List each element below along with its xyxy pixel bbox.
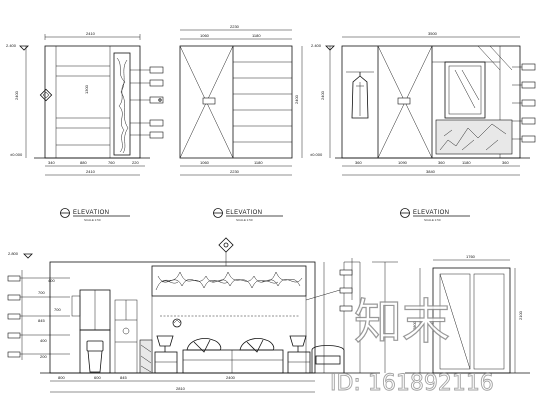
elevation-title-1: ELEVATION [73, 210, 109, 216]
e3-tag-2 [521, 81, 536, 89]
bottom-left-tag-2 [7, 294, 21, 301]
e1-bottom-dim-2: 880 [80, 160, 87, 165]
e1-level: 2.400 [6, 43, 17, 48]
e1-bottom-dim-3: 760 [108, 160, 115, 165]
e2-top-part-1: 1060 [200, 33, 210, 38]
bottom-left-dim-2: 700 [38, 290, 45, 295]
e1-tag-2 [149, 79, 164, 87]
bottom-dim-3: 845 [120, 375, 127, 380]
carved-headboard-panel [151, 265, 307, 297]
elevation-scale-1: SCALE 1:50 [84, 218, 101, 222]
bottom-level: 2.800 [8, 251, 19, 256]
bottom-left-tag-3 [7, 313, 21, 320]
left-nightstand-lamp [154, 335, 178, 374]
bottom-left-dim-6: 200 [40, 354, 47, 359]
elevation-scale-3: SCALE 1:50 [424, 218, 441, 222]
e2-bottom-dim-1: 1060 [200, 160, 210, 165]
bottom-total-dim: 2810 [176, 386, 186, 391]
e2-wall-outline [179, 45, 293, 159]
e1-total-dim: 2410 [86, 169, 96, 174]
watermark: 知末 ID: 161892116 [330, 293, 495, 396]
right-wall-tags [305, 269, 353, 312]
toilet-icon [86, 340, 104, 373]
marble-vanity-counter [435, 119, 513, 155]
right-wall-tag-3 [339, 305, 353, 312]
elevation-1: 2410 2.400 2400 1300 ±0.000 [6, 31, 164, 176]
wall-sconce-icon [172, 318, 182, 328]
e2-top-dim: 2230 [230, 24, 240, 29]
watermark-brand: 知末 [354, 294, 450, 350]
door-elevation: 1760 2800 2100 [372, 254, 530, 374]
bottom-dim-1: 800 [58, 375, 65, 380]
armchair [311, 345, 345, 373]
e3-bottom-dim-2: 1090 [398, 160, 408, 165]
e2-height-dim: 2400 [294, 94, 299, 104]
bottom-wall-outline [49, 261, 316, 374]
door-height-dim: 2800 [412, 320, 417, 330]
e3-tag-1 [521, 63, 536, 71]
e3-floor-level: ±0.000 [310, 152, 323, 157]
e2-top-part-2: 1180 [252, 33, 261, 38]
e1-bottom-dim-4: 220 [132, 160, 139, 165]
e3-bottom-dim-3: 360 [438, 160, 445, 165]
e1-height-dim: 2400 [14, 90, 19, 100]
e3-total-dim: 3840 [426, 169, 436, 174]
e3-height-dim: 2400 [320, 90, 325, 100]
e3-tag-4 [521, 117, 536, 125]
e1-floor-level: ±0.000 [10, 152, 23, 157]
door-top-dim: 1760 [466, 254, 476, 259]
e3-center-tag [397, 97, 411, 105]
bottom-left-dim-1: 400 [48, 278, 55, 283]
e2-bottom-dim-2: 1180 [254, 160, 263, 165]
bottom-left-dims: 400 700 845 700 400 200 [7, 270, 70, 360]
e1-bottom-dim-1: 340 [48, 160, 55, 165]
e1-decorative-panel [113, 52, 131, 156]
bathroom-fittings [114, 299, 153, 374]
pendant-lamp-icon [218, 237, 234, 266]
door-height-dim-2: 2100 [518, 310, 523, 320]
wardrobe-cabinet [71, 289, 111, 374]
e1-top-dim: 2410 [86, 31, 96, 36]
bottom-dim-2: 600 [94, 375, 101, 380]
elevation-title-row: ELEVATION SCALE 1:50 ELEVATION SCALE 1:5… [60, 208, 470, 222]
e3-bottom-dim-4: 1180 [462, 160, 471, 165]
bottom-left-tag-1 [7, 275, 21, 282]
bottom-left-tag-5 [7, 351, 21, 358]
e3-tag-3 [521, 99, 536, 107]
e1-door-handle-icon [39, 88, 53, 102]
e3-bottom-dim-1: 360 [355, 160, 362, 165]
right-nightstand-lamp [287, 335, 311, 374]
elevation-3: 3500 2.400 2400 [310, 31, 536, 176]
bottom-left-tag-4 [7, 332, 21, 339]
bottom-long-elevation: 2.800 400 700 845 700 400 200 [7, 237, 380, 393]
bottom-dim-4: 2400 [226, 375, 236, 380]
e1-tag-5 [149, 131, 164, 139]
e3-bottom-dim-5: 360 [502, 160, 509, 165]
right-wall-tag-2 [339, 287, 353, 294]
watermark-id: ID: 161892116 [330, 371, 494, 396]
e2-center-tag [202, 97, 216, 105]
coat-on-hanger-icon [346, 71, 374, 119]
double-bed [182, 338, 284, 374]
bottom-left-dim-3: 845 [38, 318, 45, 323]
e2-total-dim: 2230 [230, 169, 240, 174]
elevation-2: 2230 1060 1180 2400 1060 1180 2230 [179, 24, 303, 176]
e1-tag-1 [149, 66, 164, 74]
elevation-scale-2: SCALE 1:50 [236, 218, 253, 222]
bottom-left-dim-5: 400 [40, 338, 47, 343]
e1-h1-dim: 1300 [84, 84, 89, 94]
e3-top-dim: 3500 [428, 31, 438, 36]
elevation-title-2: ELEVATION [226, 210, 262, 216]
e1-tag-4 [149, 119, 164, 127]
right-wall-tag-1 [339, 269, 353, 276]
e3-level: 2.400 [311, 43, 322, 48]
elevation-title-3: ELEVATION [413, 210, 449, 216]
door-leaf [439, 273, 471, 370]
bottom-left-dim-4: 700 [54, 307, 61, 312]
e3-tag-5 [521, 135, 536, 143]
